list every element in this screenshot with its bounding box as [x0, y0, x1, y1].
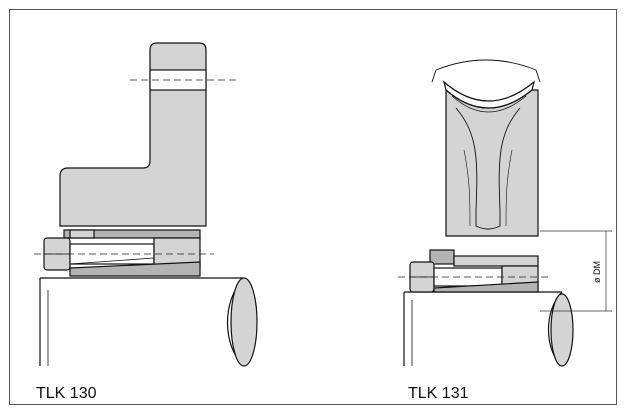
tlk130-label: TLK 130 [36, 385, 97, 402]
tlk130-shaft [39, 277, 258, 367]
tlk131-lower-ring [433, 281, 539, 293]
tlk130-lower-ring [69, 261, 201, 277]
tlk131-upper-ring [429, 249, 455, 265]
tlk131-shaft [403, 291, 574, 367]
tlk130-drawing [39, 42, 258, 367]
tlk131-rim-arc [435, 59, 537, 71]
tlk131-rim [442, 80, 536, 109]
tlk130-upper-ring [63, 229, 201, 239]
tlk131-web [455, 107, 521, 230]
frame-border [9, 9, 617, 405]
tlk130-centerlines [34, 79, 236, 255]
dm-dimension-label: ø DM [592, 261, 602, 283]
tlk131-drawing [403, 59, 574, 367]
dm-dimension [540, 230, 612, 312]
tlk131-label: TLK 131 [408, 385, 469, 402]
